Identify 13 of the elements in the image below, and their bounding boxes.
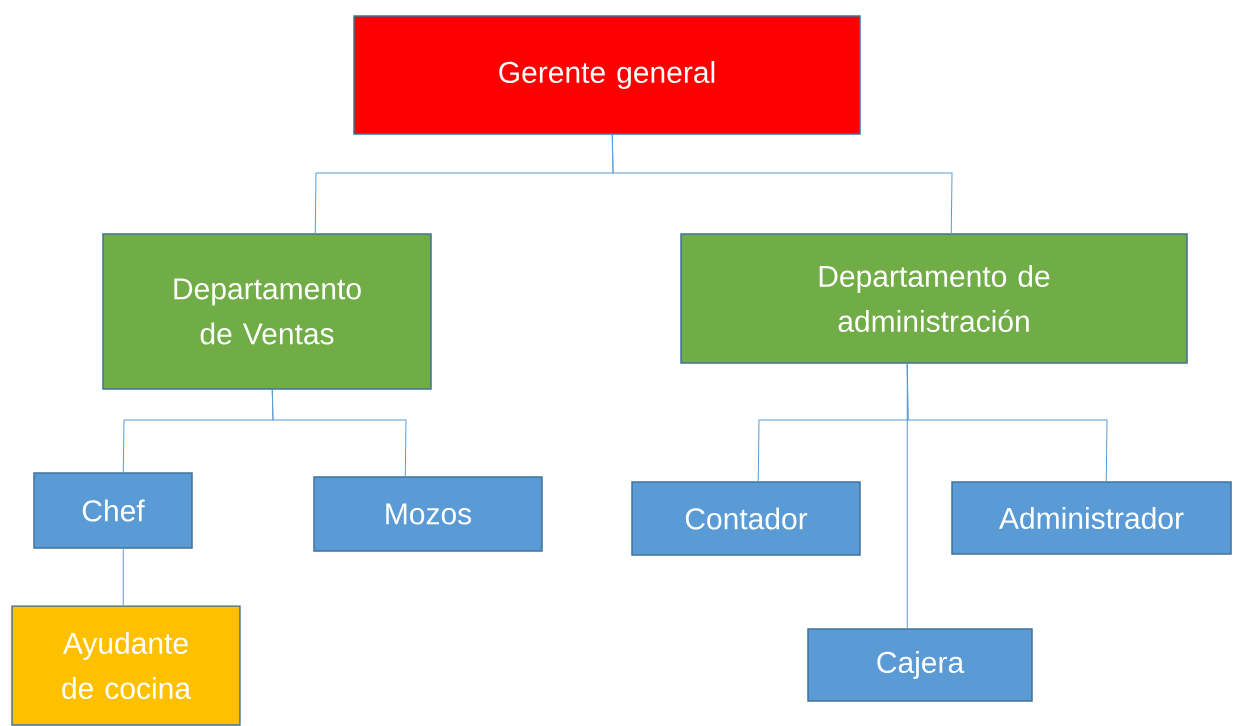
role-box: Ayudante de cocina [11, 605, 241, 726]
connector-line [611, 134, 953, 234]
connector-line [906, 363, 908, 629]
role-box: Chef [33, 472, 193, 549]
role-box: Cajera [807, 628, 1033, 702]
role-box: Administrador [951, 481, 1232, 555]
connector-line [122, 548, 124, 606]
role-box: Mozos [313, 476, 543, 552]
role-box: Contador [631, 481, 861, 556]
role-box: Departamento de administración [680, 233, 1188, 364]
role-box: Gerente general [353, 15, 861, 135]
role-box: Departamento de Ventas [102, 233, 432, 390]
connector-line [271, 389, 407, 477]
